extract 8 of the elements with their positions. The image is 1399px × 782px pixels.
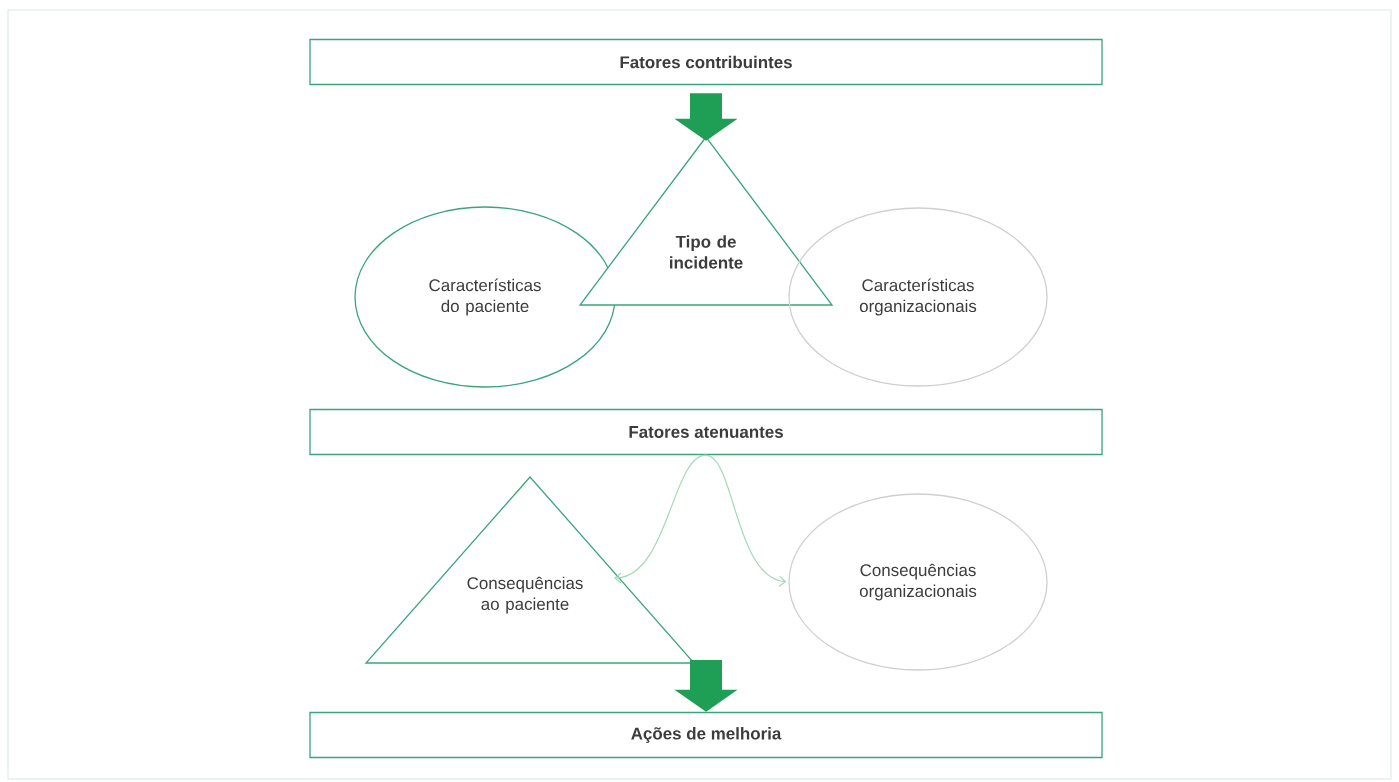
label-box: Fatores contribuintes xyxy=(309,38,1103,86)
ellipse-node: Consequências organizacionais xyxy=(788,493,1048,671)
ellipse-node: Características organizacionais xyxy=(788,207,1048,387)
label-box: Ações de melhoria xyxy=(309,711,1103,759)
curved-arrow xyxy=(614,454,707,584)
ellipse-node: Características do paciente xyxy=(354,206,616,388)
label-box: Fatores atenuantes xyxy=(309,408,1103,456)
curved-arrow xyxy=(705,454,787,587)
